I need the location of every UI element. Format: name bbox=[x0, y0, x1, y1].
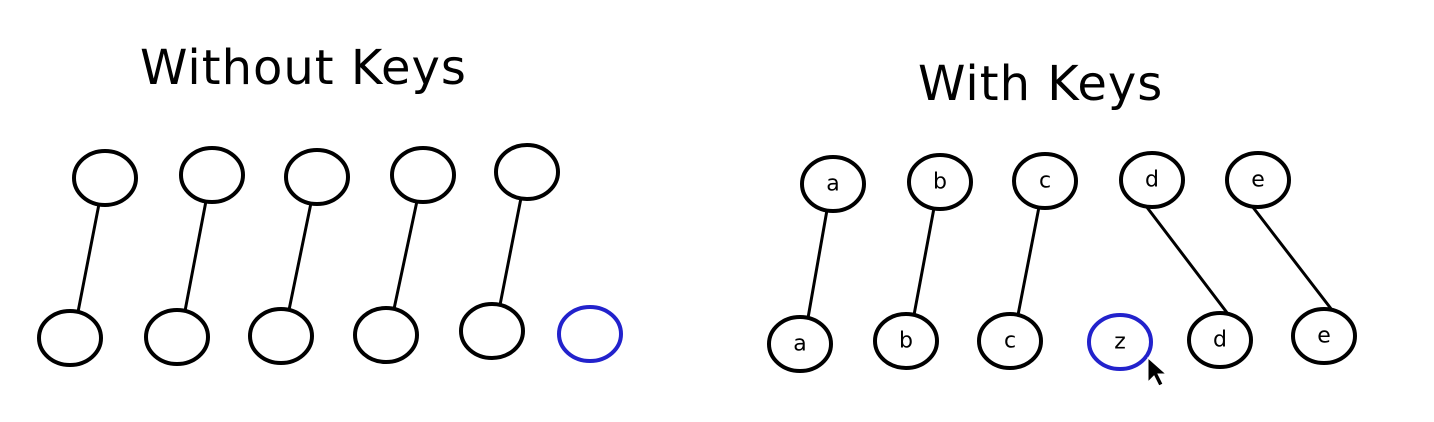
left-edge bbox=[498, 196, 523, 307]
left-bottom-node bbox=[37, 309, 103, 367]
right-top-node bbox=[1225, 151, 1291, 209]
with-keys-title: With Keys bbox=[918, 56, 1164, 112]
right-top-node-label: e bbox=[1251, 168, 1265, 193]
right-top-node bbox=[1012, 152, 1078, 210]
right-edge bbox=[1250, 204, 1334, 312]
right-top-node-label: a bbox=[826, 172, 839, 197]
right-bottom-node bbox=[767, 315, 833, 373]
left-top-node bbox=[179, 146, 245, 204]
right-edge bbox=[912, 206, 936, 317]
left-top-node bbox=[284, 148, 350, 206]
right-top-node bbox=[800, 155, 866, 213]
right-bottom-node-label: z bbox=[1114, 330, 1126, 355]
right-top-node-label: c bbox=[1039, 169, 1051, 194]
mouse-pointer-icon bbox=[1147, 356, 1168, 387]
left-bottom-node bbox=[353, 306, 419, 364]
right-edge bbox=[806, 208, 829, 320]
left-top-node bbox=[494, 143, 560, 201]
right-bottom-node-label: a bbox=[793, 332, 806, 357]
left-bottom-node bbox=[144, 308, 210, 366]
right-bottom-node-label: e bbox=[1317, 324, 1331, 349]
right-edge bbox=[1016, 205, 1041, 317]
left-edge bbox=[392, 199, 419, 311]
right-bottom-node-label: d bbox=[1213, 328, 1227, 353]
right-top-node bbox=[907, 153, 973, 211]
left-top-node bbox=[390, 146, 456, 204]
right-bottom-node bbox=[977, 312, 1043, 370]
right-bottom-node-label: c bbox=[1004, 329, 1016, 354]
left-edge bbox=[287, 201, 313, 312]
right-diagram: a b c d e a b c z d e bbox=[767, 151, 1357, 373]
right-edge bbox=[1144, 204, 1230, 316]
left-edge bbox=[76, 202, 101, 314]
left-top-node bbox=[72, 149, 138, 207]
right-bottom-node bbox=[873, 312, 939, 370]
left-bottom-node-new bbox=[557, 305, 623, 363]
right-bottom-node-new bbox=[1087, 313, 1153, 371]
right-bottom-node-label: b bbox=[899, 329, 913, 354]
without-keys-title: Without Keys bbox=[140, 40, 467, 96]
right-bottom-node bbox=[1187, 311, 1253, 369]
right-bottom-node bbox=[1291, 307, 1357, 365]
right-top-node bbox=[1119, 151, 1185, 209]
right-top-node-label: b bbox=[933, 170, 947, 195]
right-top-node-label: d bbox=[1145, 168, 1159, 193]
left-diagram bbox=[37, 143, 623, 367]
left-bottom-node bbox=[459, 302, 525, 360]
left-edge bbox=[183, 199, 208, 313]
left-bottom-node bbox=[248, 307, 314, 365]
